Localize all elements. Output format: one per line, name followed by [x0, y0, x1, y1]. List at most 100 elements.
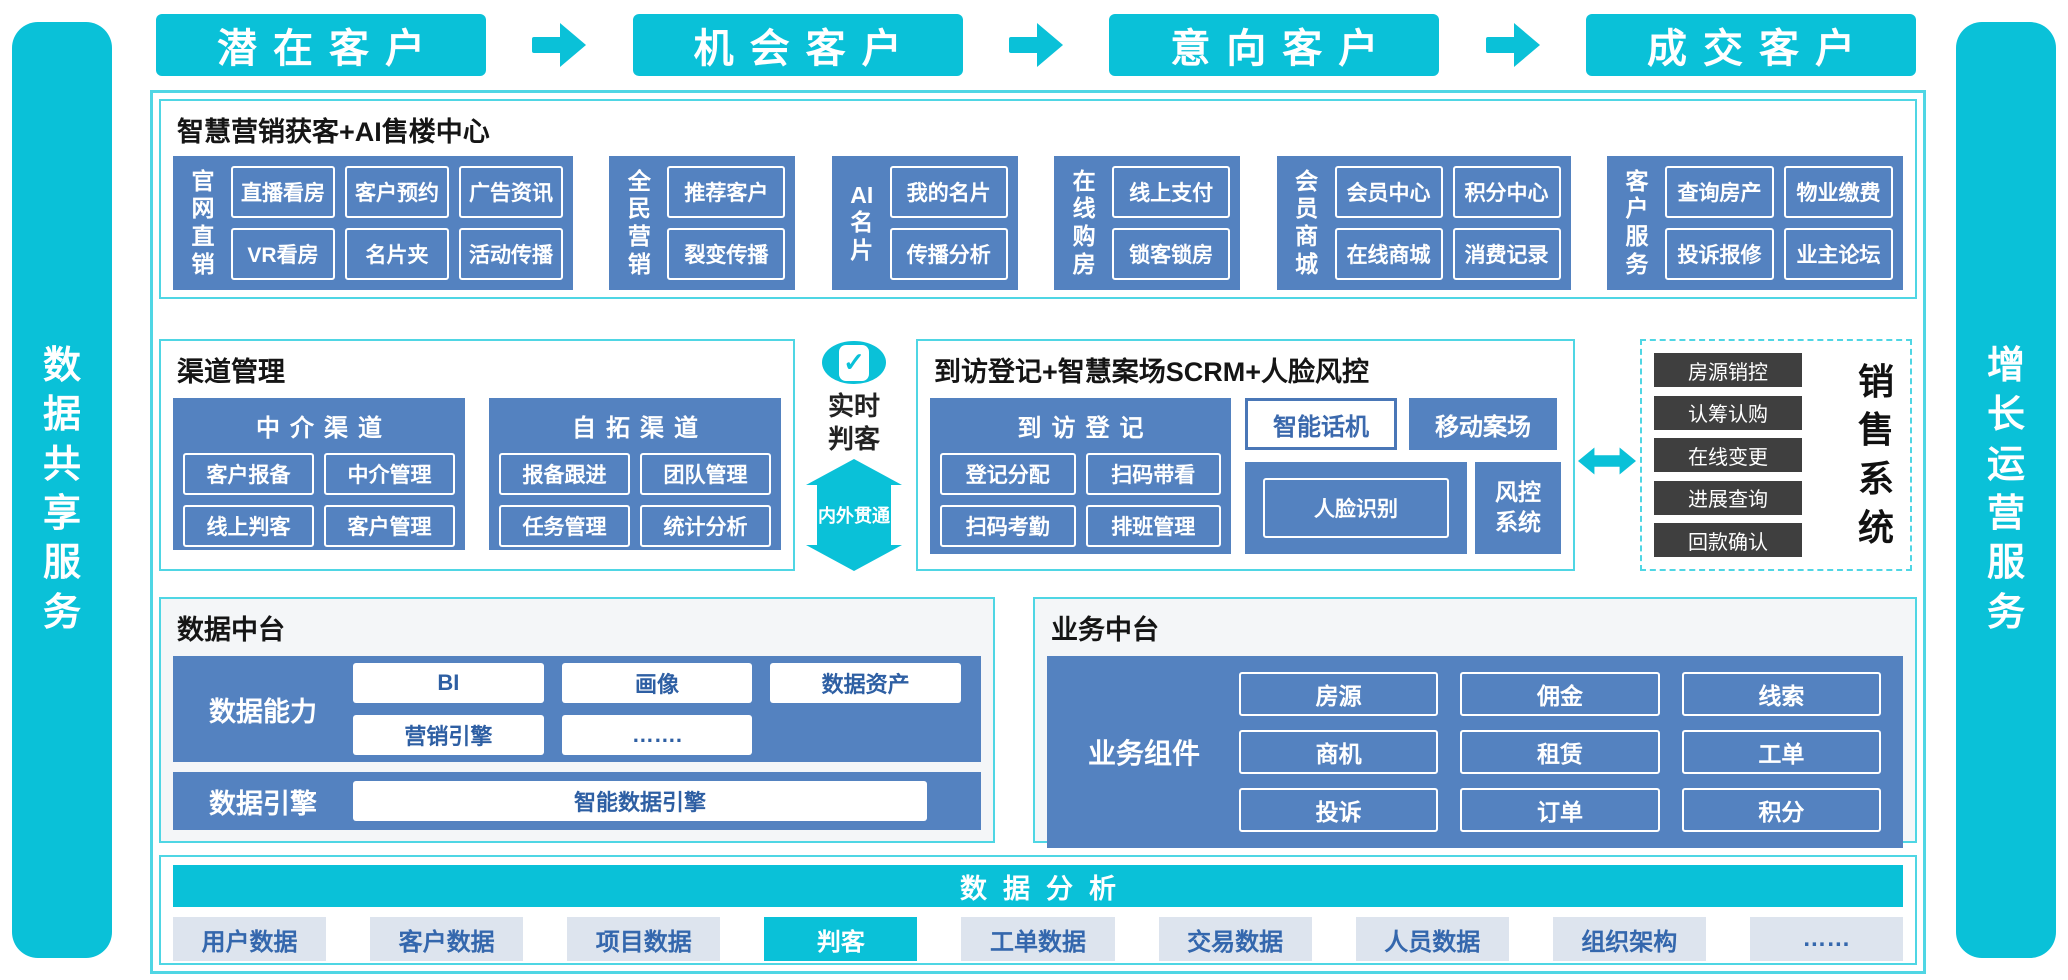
channel-group-agency: 中介渠道 客户报备 中介管理 线上判客 客户管理 — [173, 398, 465, 550]
funnel-stage-opportunity: 机会客户 — [632, 14, 963, 76]
visit-section-title: 到访登记+智慧案场SCRM+人脸风控 — [934, 357, 1370, 387]
clipboard-check-icon: ✓ — [822, 341, 886, 384]
visit-right-column: 智能话机 移动案场 人脸识别 风控 系统 — [1245, 398, 1561, 554]
feature-chip: 业主论坛 — [1783, 228, 1893, 280]
feature-chip: 积分中心 — [1452, 166, 1561, 218]
analysis-chip-active: 判客 — [764, 917, 918, 961]
ability-chip: 营销引擎 — [353, 715, 544, 755]
growth-operation-service-bar: 增 长 运 营 服 务 — [1956, 22, 2056, 958]
feature-chip: 报备跟进 — [499, 453, 630, 495]
feature-chip: 裂变传播 — [667, 228, 786, 280]
feature-grid: 登记分配 扫码带看 扫码考勤 排班管理 — [940, 453, 1221, 547]
feature-chip: 积分 — [1681, 788, 1881, 832]
data-sharing-service-bar: 数 据 共 享 服 务 — [12, 22, 112, 958]
face-recognition-block: 人脸识别 — [1245, 462, 1467, 554]
analysis-chip: 用户数据 — [173, 917, 327, 961]
marketing-block-ai-card: AI 名 片 我的名片 传播分析 — [831, 156, 1018, 290]
analysis-chip: 工单数据 — [961, 917, 1115, 961]
feature-chip: 客户预约 — [345, 166, 449, 218]
sales-system-title: 销 售 系 统 — [1857, 360, 1894, 548]
feature-chip: 我的名片 — [889, 166, 1008, 218]
marketing-blocks-row: 官 网 直 销 直播看房 客户预约 广告资讯 VR看房 名片夹 活动传播 全 民… — [161, 154, 1915, 290]
analysis-chip: …… — [1749, 917, 1903, 961]
feature-chip: 中介管理 — [324, 453, 455, 495]
risk-system-block: 风控 系统 — [1475, 462, 1561, 554]
feature-chip: 在线商城 — [1334, 228, 1443, 280]
arrow-right-icon — [1484, 23, 1542, 67]
feature-chip: 租赁 — [1460, 730, 1660, 774]
marketing-block-official-direct: 官 网 直 销 直播看房 客户预约 广告资讯 VR看房 名片夹 活动传播 — [173, 156, 573, 290]
main-panel: 智慧营销获客+AI售楼中心 官 网 直 销 直播看房 客户预约 广告资讯 VR看… — [150, 90, 1926, 974]
feature-chip: 工单 — [1681, 730, 1881, 774]
analysis-chip: 项目数据 — [567, 917, 721, 961]
business-platform-title: 业务中台 — [1051, 615, 1159, 645]
block-label: 官 网 直 销 — [191, 167, 215, 277]
feature-grid: 客户报备 中介管理 线上判客 客户管理 — [183, 453, 455, 547]
group-title: 到访登记 — [1017, 415, 1154, 442]
block-label: 数据能力 — [209, 696, 317, 727]
visit-register-block: 到访登记 登记分配 扫码带看 扫码考勤 排班管理 — [930, 398, 1231, 554]
block-label: AI 名 片 — [850, 181, 874, 263]
marketing-block-member-mall: 会 员 商 城 会员中心 积分中心 在线商城 消费记录 — [1276, 156, 1571, 290]
group-title: 中介渠道 — [256, 415, 392, 442]
data-sharing-service-label: 数 据 共 享 服 务 — [42, 344, 81, 634]
group-title: 自拓渠道 — [572, 415, 708, 442]
ability-grid: BI 画像 数据资产 营销引擎 ……. — [353, 663, 961, 755]
feature-chip: 扫码带看 — [1085, 453, 1221, 495]
realtime-connector: ✓ 实时 判客 内外贯通 — [799, 339, 909, 571]
sales-item: 认筹认购 — [1654, 395, 1802, 430]
data-engine-block: 数据引擎 智能数据引擎 — [173, 772, 981, 830]
sales-item: 进展查询 — [1654, 480, 1802, 515]
feature-grid: 会员中心 积分中心 在线商城 消费记录 — [1334, 166, 1561, 280]
left-right-arrow-icon — [1578, 447, 1636, 475]
arrow-right-icon — [530, 23, 588, 67]
feature-chip: 线上判客 — [183, 505, 314, 547]
channel-groups-row: 中介渠道 客户报备 中介管理 线上判客 客户管理 自拓渠道 报备跟进 团队管理 … — [161, 394, 793, 550]
arrow-right-icon — [1007, 23, 1065, 67]
feature-chip: 名片夹 — [345, 228, 449, 280]
feature-chip: 查询房产 — [1664, 166, 1774, 218]
feature-chip: 推荐客户 — [667, 166, 786, 218]
ability-chip: 画像 — [561, 663, 753, 703]
feature-grid: 报备跟进 团队管理 任务管理 统计分析 — [499, 453, 771, 547]
feature-chip: 扫码考勤 — [940, 505, 1076, 547]
visit-section: 到访登记+智慧案场SCRM+人脸风控 到访登记 登记分配 扫码带看 扫码考勤 排… — [916, 339, 1575, 571]
business-components-block: 业务组件 房源 佣金 线索 商机 租赁 工单 投诉 订单 积分 — [1047, 656, 1903, 848]
marketing-block-customer-service: 客 户 服 务 查询房产 物业缴费 投诉报修 业主论坛 — [1606, 156, 1903, 290]
feature-chip: 线上支付 — [1112, 166, 1231, 218]
channel-section-title: 渠道管理 — [177, 357, 285, 387]
block-label: 会 员 商 城 — [1295, 167, 1319, 277]
feature-chip: 客户报备 — [183, 453, 314, 495]
business-grid: 房源 佣金 线索 商机 租赁 工单 投诉 订单 积分 — [1239, 672, 1881, 832]
sales-items-column: 房源销控 认筹认购 在线变更 进展查询 回款确认 — [1654, 353, 1802, 557]
data-analysis-title: 数据分析 — [173, 865, 1903, 907]
sales-item: 房源销控 — [1654, 353, 1802, 387]
feature-chip: 直播看房 — [231, 166, 335, 218]
smart-phone-block: 智能话机 — [1245, 398, 1397, 450]
feature-grid: 直播看房 客户预约 广告资讯 VR看房 名片夹 活动传播 — [231, 166, 563, 280]
feature-chip: 佣金 — [1460, 672, 1660, 716]
analysis-chip: 交易数据 — [1158, 917, 1312, 961]
feature-chip: 线索 — [1681, 672, 1881, 716]
marketing-block-all-staff: 全 民 营 销 推荐客户 裂变传播 — [609, 156, 796, 290]
feature-chip: 登记分配 — [940, 453, 1076, 495]
feature-chip: 商机 — [1239, 730, 1439, 774]
feature-chip: 房源 — [1239, 672, 1439, 716]
feature-chip: 排班管理 — [1085, 505, 1221, 547]
ability-chip: BI — [353, 663, 544, 703]
visit-content-row: 到访登记 登记分配 扫码带看 扫码考勤 排班管理 智能话机 移动案场 人脸识别 — [918, 394, 1573, 554]
feature-grid: 我的名片 传播分析 — [889, 166, 1008, 280]
check-icon: ✓ — [839, 344, 869, 381]
customer-funnel: 潜在客户 机会客户 意向客户 成交客户 — [156, 14, 1916, 76]
data-ability-block: 数据能力 BI 画像 数据资产 营销引擎 ……. — [173, 656, 981, 762]
up-down-arrow-icon: 内外贯通 — [806, 459, 902, 571]
feature-chip: 订单 — [1460, 788, 1660, 832]
data-analysis-items-row: 用户数据 客户数据 项目数据 判客 工单数据 交易数据 人员数据 组织架构 …… — [173, 917, 1903, 961]
feature-chip: 广告资讯 — [459, 166, 563, 218]
data-platform-title: 数据中台 — [177, 615, 285, 645]
funnel-stage-potential: 潜在客户 — [156, 14, 486, 76]
realtime-label: 实时 判客 — [827, 391, 880, 454]
feature-chip: 任务管理 — [499, 505, 630, 547]
feature-chip: 物业缴费 — [1783, 166, 1893, 218]
feature-chip: 锁客锁房 — [1112, 228, 1231, 280]
